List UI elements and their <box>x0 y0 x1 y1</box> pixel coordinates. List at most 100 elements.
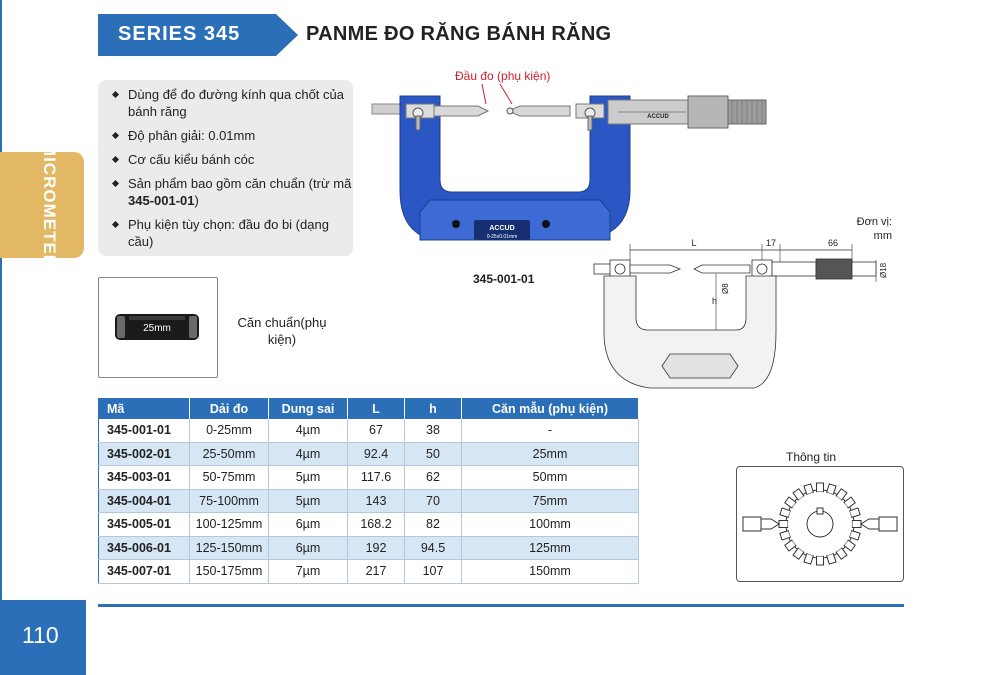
bottom-rule <box>98 604 904 607</box>
micrometer-image: ACCUD 0-25x0.01mm ACCUD <box>371 83 767 241</box>
table-cell: 50-75mm <box>189 465 269 490</box>
table-cell: 92.4 <box>347 442 405 466</box>
standard-gauge-icon: 25mm <box>115 314 199 340</box>
frame-range: 0-25x0.01mm <box>487 234 518 240</box>
table-cell: 50 <box>404 442 462 466</box>
feature-box: Dùng để đo đường kính qua chốt của bánh … <box>98 80 353 256</box>
feature-text: Độ phân giải: 0.01mm <box>128 128 256 143</box>
frame-brand: ACCUD <box>489 225 514 232</box>
dim-h-label: h <box>712 296 717 306</box>
header-cell: Mã <box>98 398 190 419</box>
feature-item: Phụ kiện tùy chọn: đầu đo bi (dạng cầu) <box>110 216 353 250</box>
gauge-label: 25mm <box>143 323 171 334</box>
table-cell: 4µm <box>268 442 348 466</box>
table-row: 345-001-01 0-25mm 4µm 67 38 - <box>98 419 639 443</box>
spec-table-header: Mã Dải đo Dung sai L h Căn mẫu (phụ kiện… <box>98 398 639 419</box>
header-cell: L <box>347 398 405 419</box>
feature-item: Dùng để đo đường kính qua chốt của bánh … <box>110 86 353 120</box>
header-cell: h <box>404 398 462 419</box>
table-cell: 67 <box>347 419 405 443</box>
header-cell: Dung sai <box>268 398 348 419</box>
table-cell: 168.2 <box>347 512 405 537</box>
table-cell: - <box>461 419 639 443</box>
table-cell: 5µm <box>268 489 348 513</box>
table-cell: 7µm <box>268 559 348 584</box>
table-cell: 6µm <box>268 536 348 560</box>
side-tab <box>0 152 84 258</box>
probe-label: Đầu đo (phụ kiện) <box>455 69 551 83</box>
feature-text: Dùng để đo đường kính qua chốt của bánh … <box>128 87 344 119</box>
table-cell: 75mm <box>461 489 639 513</box>
table-cell: 100mm <box>461 512 639 537</box>
standard-gauge-image: 25mm <box>98 277 218 378</box>
dim-L-label: L <box>691 238 696 248</box>
table-row: 345-003-01 50-75mm 5µm 117.6 62 50mm <box>98 465 639 490</box>
feature-text: Cơ cấu kiểu bánh cóc <box>128 152 255 167</box>
table-cell: 345-003-01 <box>98 465 190 490</box>
unit-label: Đơn vị: mm <box>856 216 892 242</box>
table-cell: 50mm <box>461 465 639 490</box>
table-cell: 62 <box>404 465 462 490</box>
gear-info-box <box>736 466 904 582</box>
feature-text: Phụ kiện tùy chọn: đầu đo bi (dạng cầu) <box>128 217 329 249</box>
feature-list: Dùng để đo đường kính qua chốt của bánh … <box>98 80 353 250</box>
standard-gauge-caption: Căn chuẩn(phụ kiện) <box>237 315 327 347</box>
table-cell: 25mm <box>461 442 639 466</box>
info-label: Thông tin <box>786 450 837 464</box>
dim-phi18-label: Ø18 <box>879 262 888 278</box>
page-number-block: 110 <box>0 600 86 675</box>
table-cell: 75-100mm <box>189 489 269 513</box>
table-row: 345-002-01 25-50mm 4µm 92.4 50 25mm <box>98 442 639 466</box>
table-cell: 117.6 <box>347 465 405 490</box>
technical-drawing: L 17 66 Ø18 h Ø8 <box>593 238 888 389</box>
dim-66-label: 66 <box>828 238 838 248</box>
table-cell: 0-25mm <box>189 419 269 443</box>
table-row: 345-006-01 125-150mm 6µm 192 94.5 125mm <box>98 536 639 560</box>
feature-item: Sản phẩm bao gồm căn chuẩn (trừ mã 345-0… <box>110 175 353 209</box>
table-cell: 70 <box>404 489 462 513</box>
table-cell: 25-50mm <box>189 442 269 466</box>
dim-17-label: 17 <box>766 238 776 248</box>
gear-diagram <box>742 482 898 566</box>
table-cell: 192 <box>347 536 405 560</box>
series-banner: SERIES 345 <box>98 14 298 56</box>
left-edge-bar <box>0 0 2 600</box>
table-cell: 150-175mm <box>189 559 269 584</box>
page-number: 110 <box>22 622 59 648</box>
feature-text: ) <box>194 193 199 208</box>
table-cell: 345-005-01 <box>98 512 190 537</box>
series-label: SERIES 345 <box>118 23 241 45</box>
side-tab-label: MICROMETER <box>40 141 60 269</box>
table-cell: 125mm <box>461 536 639 560</box>
product-model-label: 345-001-01 <box>473 272 535 286</box>
table-cell: 345-002-01 <box>98 442 190 466</box>
table-cell: 100-125mm <box>189 512 269 537</box>
feature-code: 345-001-01 <box>128 193 195 208</box>
series-banner-shape <box>98 14 298 56</box>
table-cell: 345-001-01 <box>98 419 190 443</box>
table-cell: 125-150mm <box>189 536 269 560</box>
table-row: 345-007-01 150-175mm 7µm 217 107 150mm <box>98 559 639 584</box>
table-cell: 217 <box>347 559 405 584</box>
table-cell: 4µm <box>268 419 348 443</box>
table-cell: 150mm <box>461 559 639 584</box>
table-cell: 5µm <box>268 465 348 490</box>
table-row: 345-004-01 75-100mm 5µm 143 70 75mm <box>98 489 639 513</box>
table-cell: 82 <box>404 512 462 537</box>
spec-table: Mã Dải đo Dung sai L h Căn mẫu (phụ kiện… <box>98 398 639 584</box>
dim-phi8-label: Ø8 <box>721 283 730 294</box>
side-tab-label-wrap: MICROMETER <box>38 142 60 268</box>
feature-item: Cơ cấu kiểu bánh cóc <box>110 151 353 168</box>
table-cell: 143 <box>347 489 405 513</box>
table-row: 345-005-01 100-125mm 6µm 168.2 82 100mm <box>98 512 639 537</box>
table-cell: 345-007-01 <box>98 559 190 584</box>
table-cell: 6µm <box>268 512 348 537</box>
feature-item: Độ phân giải: 0.01mm <box>110 127 353 144</box>
table-cell: 38 <box>404 419 462 443</box>
thimble-brand: ACCUD <box>647 114 669 120</box>
table-cell: 345-006-01 <box>98 536 190 560</box>
table-cell: 94.5 <box>404 536 462 560</box>
header-cell: Căn mẫu (phụ kiện) <box>461 398 639 419</box>
table-cell: 345-004-01 <box>98 489 190 513</box>
table-cell: 107 <box>404 559 462 584</box>
